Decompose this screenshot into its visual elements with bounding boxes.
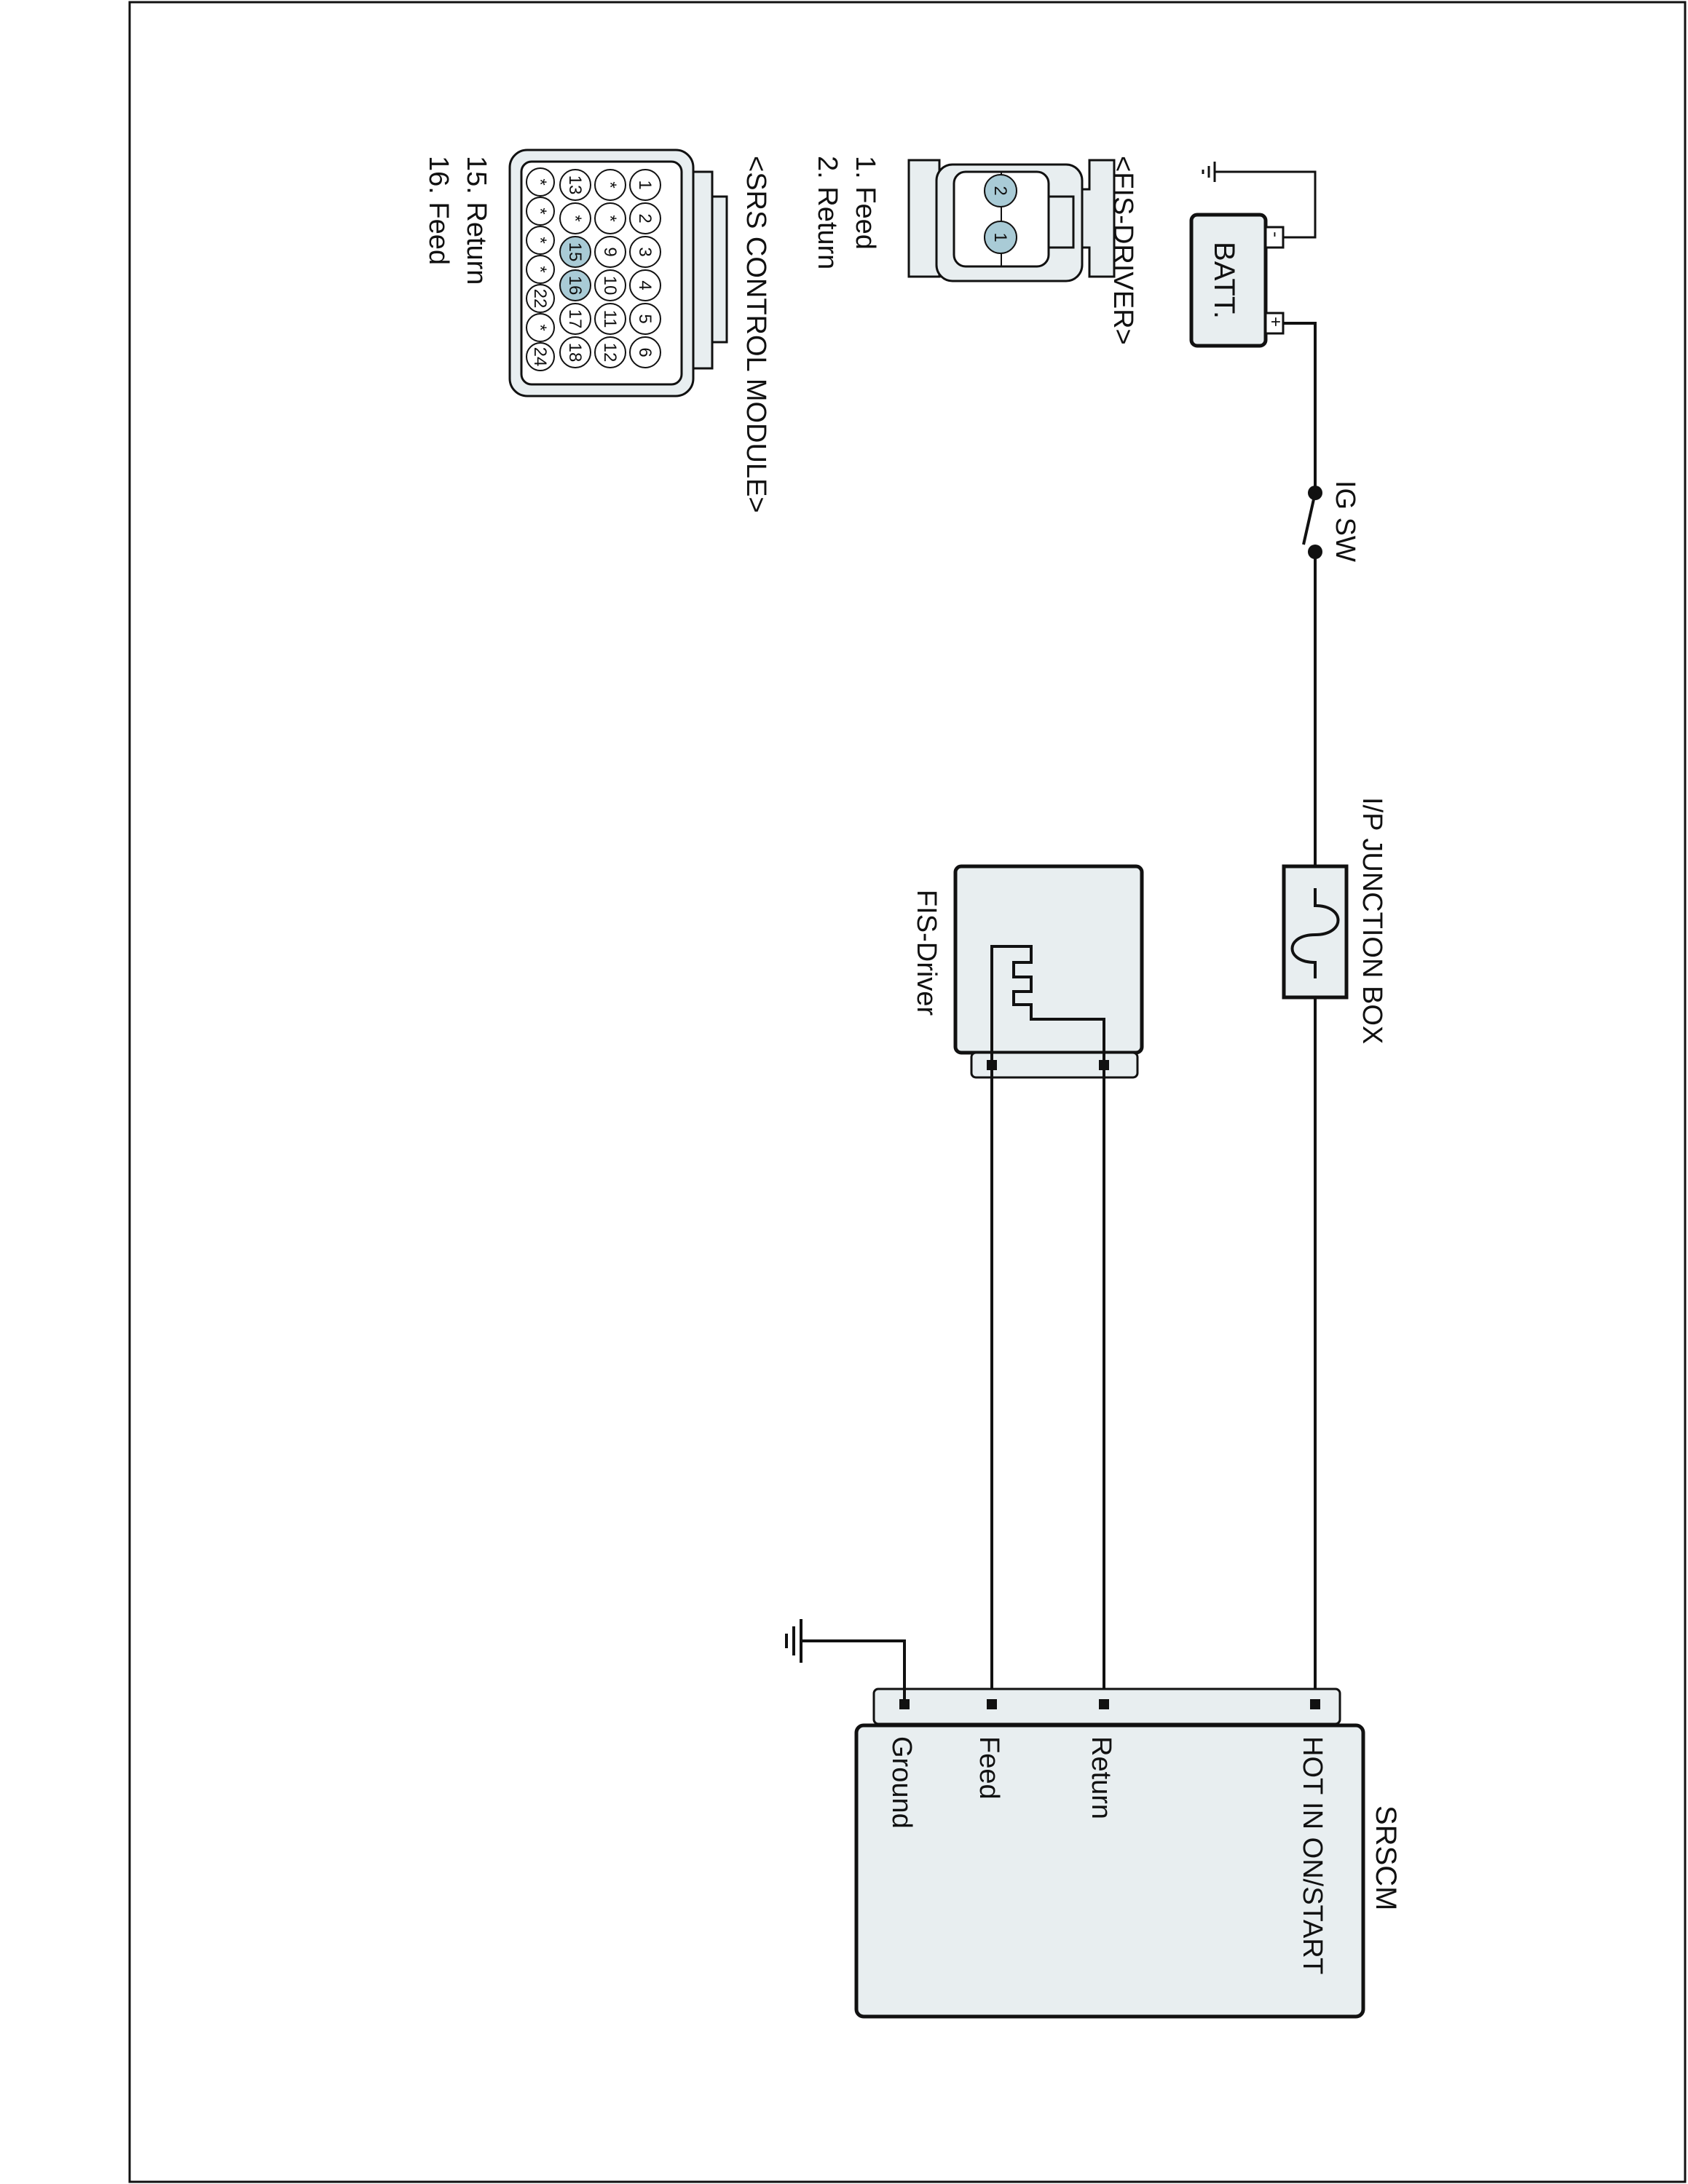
srs-pin-label: 11 <box>600 310 620 328</box>
srs-pin-label: 9 <box>600 247 620 256</box>
srscm-pin-hot: HOT IN ON/START <box>1297 1736 1328 1974</box>
srs-pin-label: * <box>600 215 620 221</box>
srs-pin <box>594 336 626 368</box>
srs-connector-item-16: 16. Feed <box>423 156 454 265</box>
srs-pin <box>559 236 591 268</box>
srs-pin-label: 18 <box>565 343 585 363</box>
srs-pin-label: 24 <box>530 347 550 367</box>
ip-junction-box: I/P JUNCTION BOX <box>1282 797 1387 1044</box>
srscm-pin-return: Return <box>1086 1736 1116 1819</box>
srs-pin <box>594 303 626 335</box>
srs-pin <box>559 202 591 234</box>
srs-pin <box>559 269 591 301</box>
srs-pin-label: * <box>600 181 620 188</box>
srs-pin <box>629 236 661 268</box>
srs-pin-label: * <box>530 324 550 331</box>
fis-connector-item-1: 1. Feed <box>850 156 880 250</box>
srs-pin <box>526 167 555 197</box>
srs-pin-label: 2 <box>635 213 655 223</box>
srs-pin-label: 4 <box>635 280 655 290</box>
srs-pin <box>594 202 626 234</box>
ground-symbol-battery <box>1202 162 1216 182</box>
srs-pin <box>629 169 661 201</box>
srs-pin <box>559 169 591 201</box>
srs-pin <box>526 197 555 226</box>
ip-junction-box-label: I/P JUNCTION BOX <box>1357 797 1387 1044</box>
srs-pin-label: 15 <box>565 242 585 262</box>
srs-pin-label: 5 <box>635 314 655 323</box>
battery-label: BATT. <box>1208 242 1240 319</box>
srscm-module: HOT IN ON/START Return Feed Ground SRSCM <box>854 1688 1402 2019</box>
srs-pin <box>629 202 661 234</box>
ig-switch-label: IG SW <box>1330 480 1360 562</box>
battery: BATT. - + <box>1189 213 1285 348</box>
srs-pin <box>629 336 661 368</box>
srs-pin-label: 3 <box>635 247 655 256</box>
srscm-label: SRSCM <box>1370 1805 1402 1910</box>
battery-positive-mark: + <box>1266 317 1285 327</box>
srs-pin-label: * <box>530 207 550 214</box>
srs-pin-label: 13 <box>565 175 585 195</box>
srs-pin <box>526 226 555 255</box>
fis-connector-item-2: 2. Return <box>812 156 843 269</box>
fis-driver-component: FIS-Driver <box>911 864 1144 1079</box>
srscm-pin-feed: Feed <box>974 1736 1004 1800</box>
srs-pin-label: 22 <box>530 289 550 309</box>
srs-pin <box>629 269 661 301</box>
srs-pin-label: * <box>530 178 550 185</box>
srs-pin-label: 1 <box>635 180 655 189</box>
srs-pin-label: * <box>530 237 550 243</box>
srs-pin <box>526 255 555 284</box>
srs-pin-label: 16 <box>565 276 585 296</box>
srs-pin <box>559 336 591 368</box>
srs-pin-label: * <box>530 266 550 272</box>
srs-pin-label: * <box>565 215 585 221</box>
ig-switch: IG SW <box>1302 480 1360 562</box>
srscm-pin-ground: Ground <box>886 1736 917 1829</box>
srs-pin <box>559 303 591 335</box>
srs-pin <box>629 303 661 335</box>
srs-connector-title: <SRS CONTROL MODULE> <box>741 156 771 513</box>
fis-pin-2: 2 <box>990 186 1010 195</box>
srs-pin-label: 12 <box>600 343 620 363</box>
page-frame <box>128 1 1687 2183</box>
fis-connector-title: <FIS-DRIVER> <box>1108 156 1138 345</box>
srs-pin <box>526 284 555 313</box>
fis-driver-connector: 2 1 <FIS-DRIVER> 1. Feed 2. Return <box>812 156 1138 345</box>
srs-connector-item-15: 15. Return <box>461 156 492 285</box>
fis-pin-1: 1 <box>990 232 1010 242</box>
srs-pin <box>594 236 626 268</box>
srs-pin-label: 17 <box>565 309 585 329</box>
fuse-symbol <box>1290 888 1340 978</box>
ground-symbol-srscm <box>785 1619 802 1663</box>
srs-pin-label: 10 <box>600 276 620 296</box>
srs-pin <box>594 269 626 301</box>
srs-pin <box>594 169 626 201</box>
srs-pin-label: 6 <box>635 347 655 357</box>
battery-negative-mark: - <box>1266 232 1285 237</box>
srs-pin <box>526 313 555 342</box>
fis-driver-label: FIS-Driver <box>911 890 942 1016</box>
srs-pin <box>526 342 555 371</box>
